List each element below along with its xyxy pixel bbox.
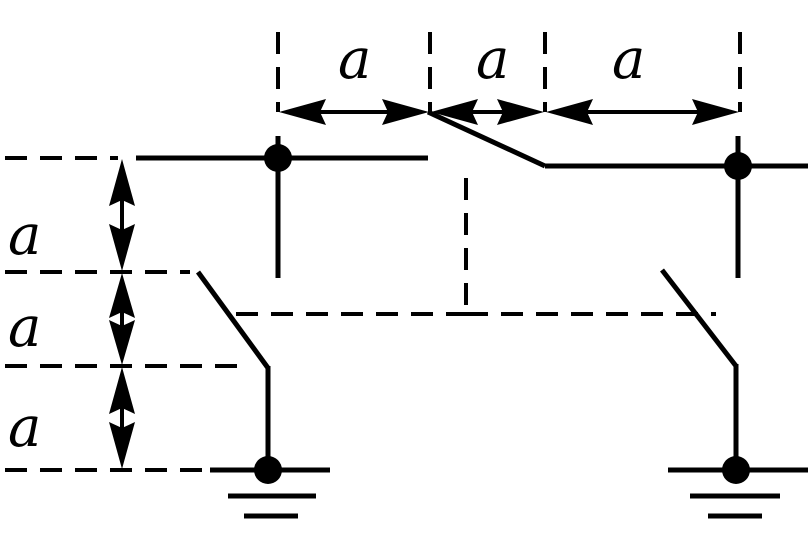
left-switch-blade xyxy=(195,270,271,370)
arrowhead xyxy=(109,224,135,271)
arrowhead xyxy=(109,422,135,469)
dim-label-left-middle: a xyxy=(8,295,41,360)
arrowhead xyxy=(497,99,544,125)
right-switch-blade xyxy=(660,268,738,368)
arrowhead xyxy=(431,99,478,125)
right-ground-switch xyxy=(660,268,808,519)
dim-label-left-lower: a xyxy=(8,395,41,460)
switch-linkage xyxy=(236,178,716,316)
junction-node-top-left xyxy=(264,144,292,172)
arrowhead xyxy=(109,159,135,206)
left-ground-switch xyxy=(195,270,330,519)
arrowhead xyxy=(109,367,135,414)
arrowhead xyxy=(546,99,593,125)
left-dimension-lines: a a a xyxy=(5,156,240,472)
top-switch-blade xyxy=(426,109,547,169)
dim-label-top-middle: a xyxy=(476,27,509,92)
dim-label-top-right: a xyxy=(612,27,645,92)
junction-node-top-right xyxy=(724,152,752,180)
dim-label-left-upper: a xyxy=(8,203,41,268)
dim-label-top-left: a xyxy=(338,27,371,92)
top-dimension-lines: a a a xyxy=(276,27,742,125)
arrowhead xyxy=(109,320,135,365)
arrowhead xyxy=(692,99,739,125)
junction-node-left-ground xyxy=(254,456,282,484)
top-switch-circuit xyxy=(136,109,808,278)
junction-node-right-ground xyxy=(722,456,750,484)
arrowhead xyxy=(279,99,326,125)
arrowhead xyxy=(382,99,429,125)
arrowhead xyxy=(109,273,135,318)
